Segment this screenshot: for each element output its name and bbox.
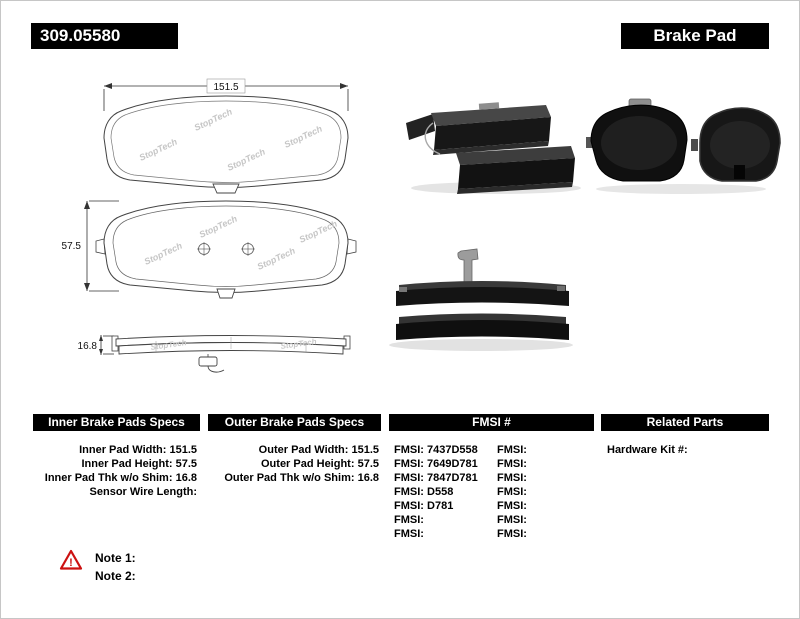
height-dimension-value: 57.5 [62, 241, 82, 252]
width-dimension: 151.5 [103, 78, 349, 111]
fmsi-header: FMSI # [389, 414, 594, 431]
inner-pad-face-drawing: StopTech StopTech StopTech StopTech [103, 95, 349, 194]
outer-pad-height-row: Outer Pad Height: 57.5 [261, 458, 379, 470]
edge-pads-photo [389, 248, 573, 351]
fmsi-row: FMSI: [497, 500, 527, 512]
pad-backing-drawing: StopTech StopTech StopTech StopTech [95, 200, 357, 299]
width-dimension-value: 151.5 [213, 82, 238, 93]
outer-specs-column: Outer Pad Width: 151.5 Outer Pad Height:… [208, 443, 379, 485]
fmsi-row: FMSI: [394, 514, 424, 526]
outer-pad-thk-row: Outer Pad Thk w/o Shim: 16.8 [224, 472, 379, 484]
fmsi-left-subcolumn: FMSI: 7437D558 FMSI: 7649D781 FMSI: 7847… [394, 443, 497, 541]
product-name-bar: Brake Pad [621, 23, 769, 49]
fmsi-row: FMSI: [394, 528, 424, 540]
hardware-kit-row: Hardware Kit #: [607, 444, 688, 456]
diagram-area: 151.5 StopTech StopTech StopTech StopTec… [62, 78, 781, 373]
front-pads-photo [586, 98, 781, 194]
svg-text:!: ! [69, 557, 73, 569]
inner-specs-header: Inner Brake Pads Specs [33, 414, 200, 431]
fmsi-row: FMSI: [497, 444, 527, 456]
part-number: 309.05580 [40, 26, 121, 45]
outer-specs-header: Outer Brake Pads Specs [208, 414, 381, 431]
note-2-label: Note 2: [95, 569, 136, 583]
fmsi-row: FMSI: 7649D781 [394, 458, 478, 470]
product-name: Brake Pad [653, 26, 737, 45]
note-1-label: Note 1: [95, 551, 136, 565]
related-parts-header: Related Parts [601, 414, 769, 431]
fmsi-row: FMSI: D781 [394, 500, 454, 512]
height-dimension: 57.5 [62, 200, 119, 292]
angled-pads-photo [406, 102, 581, 194]
fmsi-column: FMSI: 7437D558 FMSI: 7649D781 FMSI: 7847… [394, 443, 594, 541]
fmsi-row: FMSI: [497, 514, 527, 526]
inner-pad-thk-row: Inner Pad Thk w/o Shim: 16.8 [44, 472, 197, 484]
inner-pad-width-row: Inner Pad Width: 151.5 [79, 444, 197, 456]
fmsi-row: FMSI: [497, 472, 527, 484]
fmsi-right-subcolumn: FMSI: FMSI: FMSI: FMSI: FMSI: FMSI: FMSI… [497, 443, 594, 541]
thickness-dimension-value: 16.8 [78, 341, 98, 352]
fmsi-row: FMSI: [497, 486, 527, 498]
warning-triangle-icon: ! [59, 549, 83, 570]
fmsi-row: FMSI: 7437D558 [394, 444, 478, 456]
outer-pad-width-row: Outer Pad Width: 151.5 [258, 444, 379, 456]
fmsi-row: FMSI: [497, 458, 527, 470]
inner-specs-column: Inner Pad Width: 151.5 Inner Pad Height:… [33, 443, 197, 499]
part-number-bar: 309.05580 [31, 23, 178, 49]
pad-profile-drawing: StopTech StopTech [111, 335, 351, 373]
inner-pad-height-row: Inner Pad Height: 57.5 [81, 458, 197, 470]
related-parts-column: Hardware Kit #: [607, 443, 767, 457]
sensor-wire-length-row: Sensor Wire Length: [89, 486, 197, 498]
fmsi-row: FMSI: 7847D781 [394, 472, 478, 484]
fmsi-row: FMSI: [497, 528, 527, 540]
fmsi-row: FMSI: D558 [394, 486, 454, 498]
thickness-dimension: 16.8 [78, 335, 114, 355]
